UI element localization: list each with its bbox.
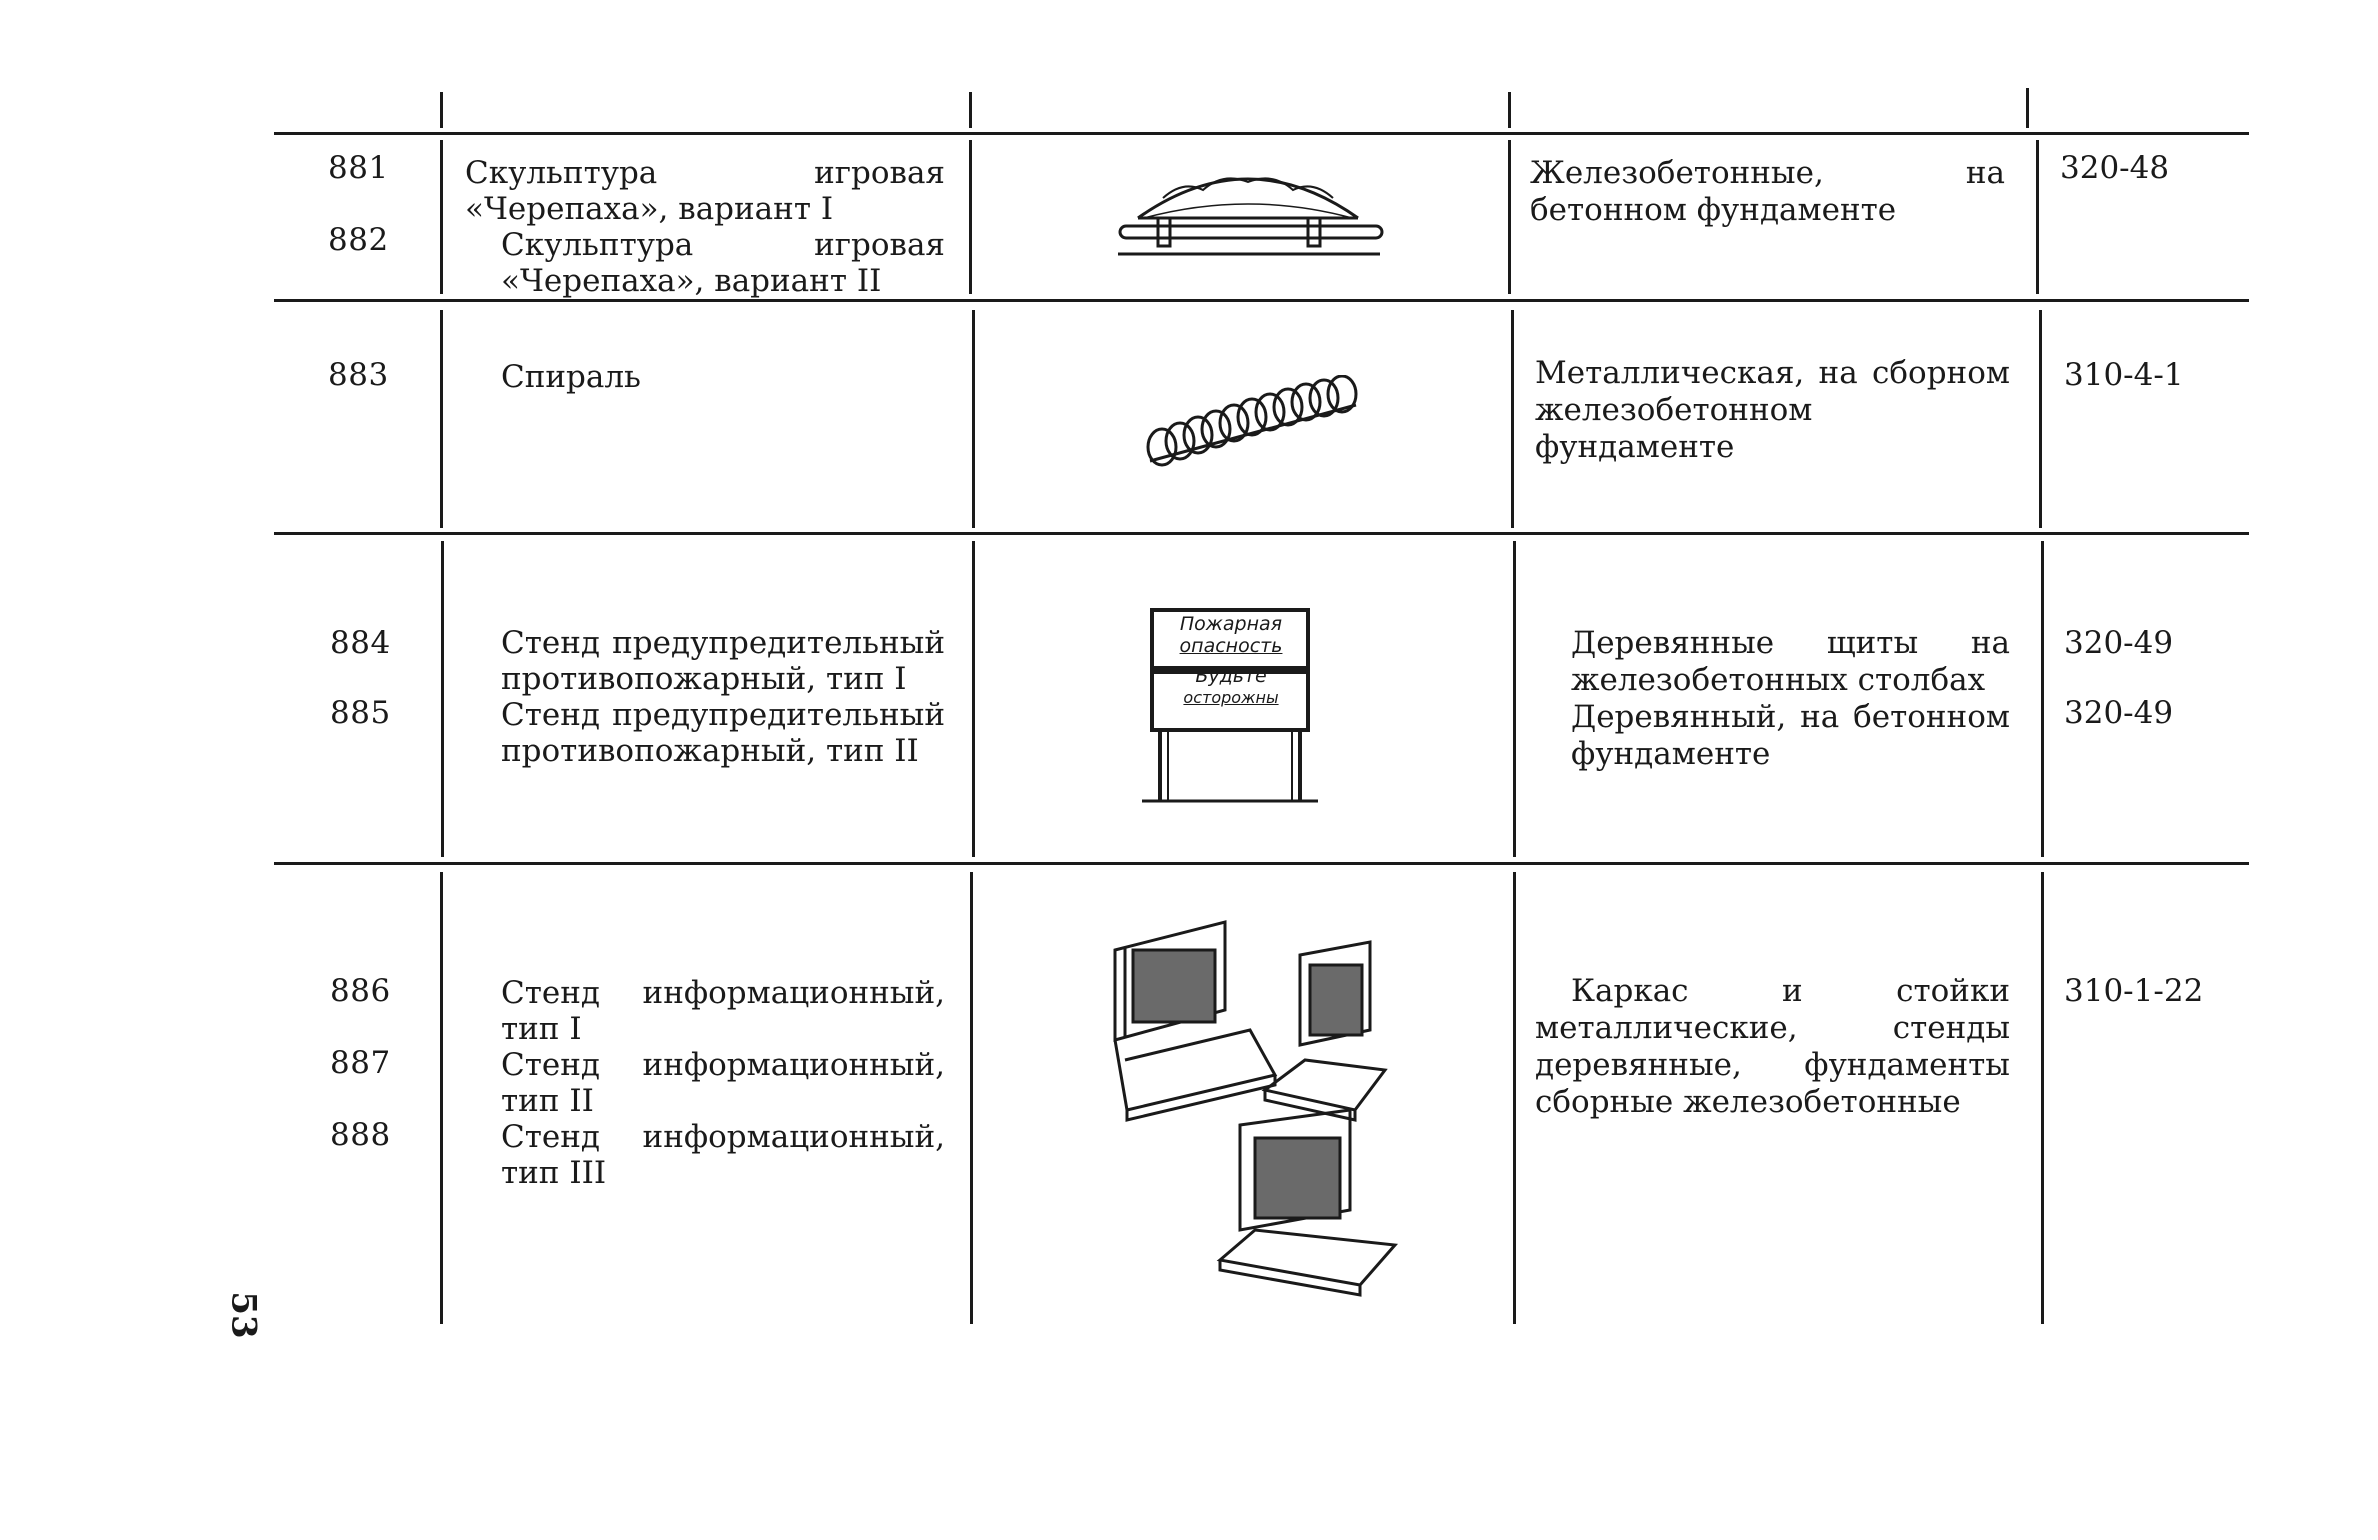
item-name: Стенд предупредительный противопожарный,…	[501, 625, 945, 697]
column-rule	[2039, 310, 2042, 528]
item-number: 885	[330, 695, 391, 731]
spiral-drawing	[1146, 375, 1358, 467]
column-rule	[969, 140, 972, 294]
column-rule	[972, 541, 975, 857]
item-name: Стенд предупредительный противопожарный,…	[501, 697, 945, 769]
item-material-list: Деревянные щиты на железобетонных столба…	[1535, 625, 2010, 773]
sign-line: опасность	[1179, 635, 1283, 657]
item-number: 881	[328, 150, 389, 186]
column-rule	[440, 310, 443, 528]
catalog-code: 320-48	[2060, 150, 2170, 186]
turtle-sculpture-drawing	[1118, 177, 1384, 256]
sign-line: Будьте	[1195, 665, 1267, 687]
fire-warning-stand-drawing: Пожарная опасность Будьте осторожны	[1140, 605, 1320, 805]
item-material: Металлическая, на сборном железобетонном…	[1535, 355, 2010, 465]
column-rule	[2041, 541, 2044, 857]
item-number: 888	[330, 1117, 391, 1153]
header-column-tick	[969, 92, 972, 128]
catalog-code: 310-1-22	[2064, 973, 2204, 1009]
item-name: Стенд информационный, тип I	[501, 975, 945, 1047]
item-material: Деревянный, на бетонном фундаменте	[1571, 699, 2010, 772]
item-name-list: Спираль	[465, 359, 945, 395]
column-rule	[2036, 140, 2039, 294]
item-material: Деревянные щиты на железобетонных столба…	[1571, 625, 2010, 698]
information-stands-drawing	[1113, 920, 1399, 1297]
page-number: 53	[223, 1291, 264, 1339]
catalog-code: 320-49	[2064, 625, 2174, 661]
sign-text: Пожарная опасность Будьте осторожны	[1158, 613, 1304, 709]
item-number: 883	[328, 357, 389, 393]
item-number: 882	[328, 222, 389, 258]
item-name: Спираль	[501, 359, 641, 395]
item-name: Стенд информационный, тип III	[501, 1119, 945, 1191]
item-name-list: Стенд информационный, тип I Стенд информ…	[465, 975, 945, 1191]
item-material: Каркас и стойки металлические, стенды де…	[1535, 973, 2010, 1120]
header-column-tick	[1508, 92, 1511, 128]
item-number: 886	[330, 973, 391, 1009]
catalog-code: 310-4-1	[2064, 357, 2184, 393]
column-rule	[1511, 310, 1514, 528]
item-name: Стенд информационный, тип II	[501, 1047, 945, 1119]
item-name-list: Стенд предупредительный противопожарный,…	[465, 625, 945, 769]
column-rule	[972, 310, 975, 528]
item-number: 884	[330, 625, 391, 661]
column-rule	[1513, 872, 1516, 1324]
item-name: Скульптура игровая «Черепаха», вариант I	[465, 155, 945, 227]
header-column-tick	[2026, 88, 2029, 128]
item-name: Скульптура игровая «Черепаха», вариант I…	[501, 227, 945, 299]
item-number: 887	[330, 1045, 391, 1081]
header-column-tick	[440, 92, 443, 128]
sign-line: Пожарная	[1179, 613, 1283, 635]
column-rule	[440, 872, 443, 1324]
row-separator	[274, 299, 2249, 302]
table-top-rule	[274, 132, 2249, 135]
column-rule	[441, 541, 444, 857]
catalog-code: 320-49	[2064, 695, 2174, 731]
item-name-list: Скульптура игровая «Черепаха», вариант I…	[465, 155, 945, 299]
row-separator	[274, 862, 2249, 865]
column-rule	[440, 140, 443, 294]
sign-line: осторожны	[1183, 688, 1279, 707]
column-rule	[1508, 140, 1511, 294]
row-separator	[274, 532, 2249, 535]
column-rule	[970, 872, 973, 1324]
column-rule	[1513, 541, 1516, 857]
item-material: Железобетонные, на бетонном фундаменте	[1530, 155, 2005, 228]
column-rule	[2041, 872, 2044, 1324]
